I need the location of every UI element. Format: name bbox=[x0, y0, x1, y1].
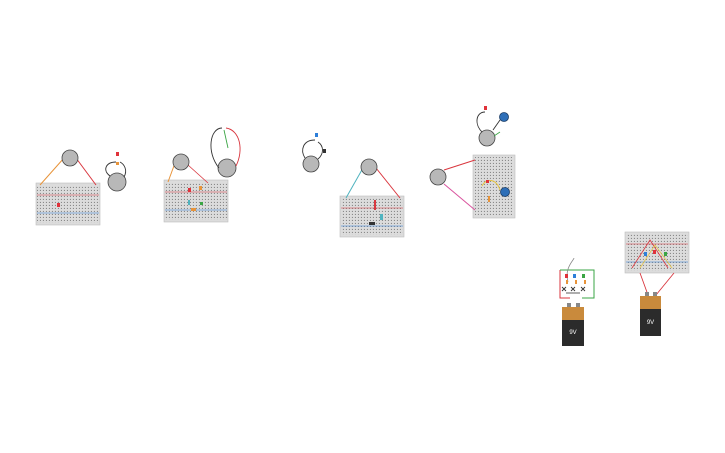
transistor[interactable] bbox=[561, 286, 567, 292]
led-green[interactable] bbox=[582, 274, 585, 278]
resistor[interactable] bbox=[566, 280, 568, 284]
resistor[interactable] bbox=[488, 196, 490, 202]
dc-motor-2[interactable] bbox=[429, 168, 447, 186]
led-green[interactable] bbox=[664, 252, 667, 256]
component-black[interactable] bbox=[369, 222, 375, 225]
wire-red[interactable] bbox=[375, 167, 401, 199]
battery-body bbox=[562, 320, 584, 346]
wire-yellow[interactable] bbox=[481, 180, 501, 191]
circuit-6[interactable]: 9V bbox=[624, 231, 690, 336]
battery-9v-2[interactable]: 9V bbox=[640, 292, 661, 336]
dc-motor-1[interactable] bbox=[302, 155, 320, 173]
wire-orange[interactable] bbox=[191, 208, 196, 211]
wire-red[interactable] bbox=[639, 272, 649, 296]
battery-label: 9V bbox=[647, 320, 654, 326]
circuit-2[interactable] bbox=[163, 127, 241, 223]
wire-red[interactable] bbox=[374, 200, 376, 210]
battery-terminal bbox=[567, 303, 571, 307]
dc-motor-2[interactable] bbox=[360, 158, 378, 176]
wire-green[interactable] bbox=[223, 129, 229, 149]
led-red[interactable] bbox=[116, 152, 119, 156]
wire-gray[interactable] bbox=[566, 257, 575, 283]
dc-motor-1[interactable] bbox=[172, 153, 190, 171]
circuit-3[interactable] bbox=[302, 133, 405, 238]
led-red[interactable] bbox=[57, 203, 60, 207]
led-blue[interactable] bbox=[573, 274, 576, 278]
wire-black[interactable] bbox=[105, 161, 117, 177]
battery-label: 9V bbox=[569, 330, 576, 336]
wire-black[interactable] bbox=[210, 127, 223, 169]
led-red[interactable] bbox=[484, 106, 487, 110]
resistor[interactable] bbox=[584, 280, 586, 284]
resistor[interactable] bbox=[188, 200, 190, 205]
wire-black[interactable] bbox=[302, 139, 316, 159]
resistor[interactable] bbox=[380, 214, 383, 220]
wire-teal[interactable] bbox=[345, 167, 364, 199]
transistor[interactable] bbox=[580, 286, 586, 292]
wire-black[interactable] bbox=[119, 161, 127, 178]
wire-orange[interactable] bbox=[39, 157, 65, 186]
breadboard-3-holes bbox=[341, 198, 403, 235]
led-red[interactable] bbox=[486, 180, 489, 183]
dc-motor-1[interactable] bbox=[478, 129, 496, 147]
led-red[interactable] bbox=[653, 250, 656, 254]
circuit-1[interactable] bbox=[35, 149, 127, 226]
breadboard-4-holes bbox=[475, 157, 513, 216]
breadboard-6-holes bbox=[626, 234, 688, 271]
wire-green[interactable] bbox=[560, 269, 595, 299]
resistor[interactable] bbox=[199, 186, 202, 190]
resistor[interactable] bbox=[575, 280, 577, 284]
circuit-4[interactable] bbox=[429, 106, 516, 219]
wire-red[interactable] bbox=[631, 239, 669, 269]
component-black[interactable] bbox=[323, 149, 326, 153]
wire-black[interactable] bbox=[317, 141, 323, 160]
wire-green[interactable] bbox=[493, 131, 501, 137]
battery-9v-1[interactable]: 9V bbox=[562, 303, 584, 346]
led-blue[interactable] bbox=[644, 252, 647, 256]
resistor[interactable] bbox=[116, 162, 119, 165]
dc-motor-1[interactable] bbox=[61, 149, 79, 167]
battery-top bbox=[562, 307, 584, 320]
dc-motor-2[interactable] bbox=[107, 172, 127, 192]
led-red[interactable] bbox=[188, 188, 191, 192]
wire-black[interactable] bbox=[476, 111, 486, 133]
circuit-5[interactable]: 9V bbox=[559, 257, 595, 346]
potentiometer[interactable] bbox=[499, 112, 509, 122]
led-green[interactable] bbox=[200, 202, 203, 205]
wire-red[interactable] bbox=[75, 157, 97, 186]
wire-red[interactable] bbox=[225, 127, 241, 167]
battery-body bbox=[640, 309, 661, 336]
battery-terminal bbox=[653, 292, 657, 296]
battery-top bbox=[640, 296, 661, 309]
wire-black[interactable] bbox=[492, 119, 501, 131]
led-blue[interactable] bbox=[315, 133, 318, 137]
wire-pink[interactable] bbox=[443, 183, 476, 211]
potentiometer[interactable] bbox=[500, 187, 510, 197]
battery-terminal bbox=[576, 303, 580, 307]
breadboard-1-holes bbox=[37, 185, 99, 223]
wire-red[interactable] bbox=[655, 272, 675, 296]
wire-red[interactable] bbox=[559, 270, 570, 299]
breadboard-2-holes bbox=[165, 182, 227, 220]
wire-yellow[interactable] bbox=[639, 244, 673, 269]
transistor[interactable] bbox=[570, 286, 576, 292]
battery-terminal bbox=[645, 292, 649, 296]
wire-red[interactable] bbox=[187, 164, 209, 184]
dc-motor-2[interactable] bbox=[217, 158, 237, 178]
wire-red[interactable] bbox=[443, 159, 476, 171]
led-red[interactable] bbox=[565, 274, 568, 278]
